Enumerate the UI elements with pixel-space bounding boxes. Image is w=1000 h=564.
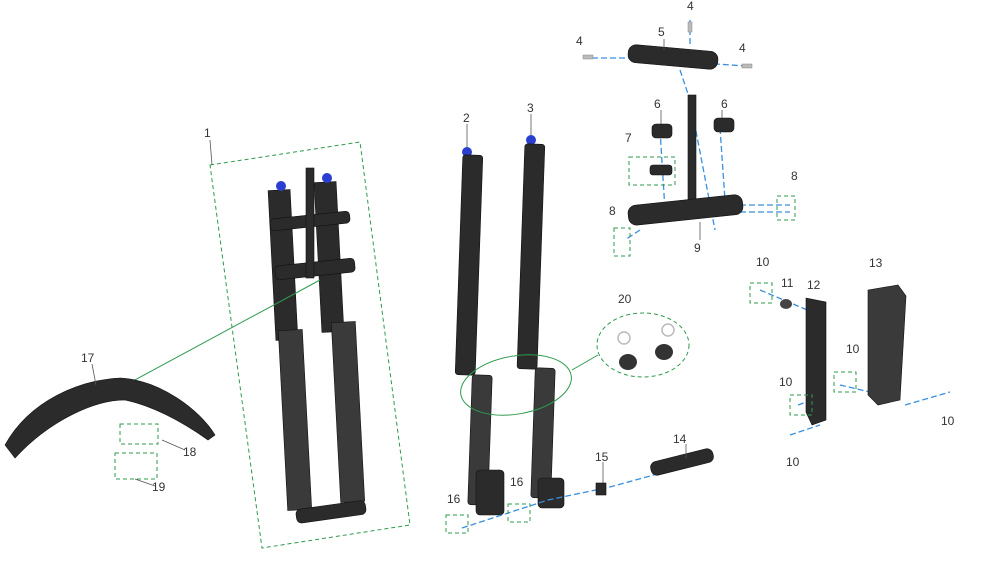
assembly-group-box-1: [209, 141, 411, 549]
top-clamp: [627, 44, 719, 70]
axle-spacer: [595, 482, 607, 496]
callout-6: 6: [654, 97, 661, 111]
callout-13: 13: [869, 256, 883, 270]
callout-16: 16: [510, 475, 524, 489]
steering-stem: [687, 94, 697, 216]
axle: [650, 448, 714, 476]
bolt-group-18: [119, 423, 159, 445]
callout-17: 17: [81, 351, 95, 365]
fork-guard-right: [867, 284, 907, 406]
leader-lines: [91, 39, 723, 487]
callout-7: 7: [625, 131, 632, 145]
assembly-lines-right: [759, 289, 951, 436]
callout-4: 4: [576, 34, 583, 48]
callout-labels: 1 2 3 4 4 4 5 6 6 7 8 8 9 10 10 10 10 10…: [81, 0, 955, 506]
callout-10: 10: [756, 255, 770, 269]
bolt-group-8a: [613, 227, 631, 257]
front-fender: [4, 377, 216, 459]
callout-9: 9: [694, 241, 701, 255]
bolt-group-10b: [833, 371, 857, 393]
leader-line-fender: [119, 279, 321, 389]
callout-1: 1: [204, 126, 211, 140]
callout-12: 12: [807, 278, 821, 292]
seal-detail-circle: [460, 354, 572, 416]
seal-leader: [571, 354, 599, 371]
callout-18: 18: [183, 445, 197, 459]
callout-19: 19: [152, 480, 166, 494]
fork-leg-2: [454, 147, 505, 516]
callout-2: 2: [463, 111, 470, 125]
bolt-group-16a: [445, 514, 469, 534]
callout-10: 10: [941, 414, 955, 428]
callout-3: 3: [527, 101, 534, 115]
callout-4: 4: [687, 0, 694, 13]
bolt-group-16b: [507, 503, 531, 523]
callout-5: 5: [658, 25, 665, 39]
seal-kit-group-20: [596, 312, 690, 378]
bolt-group-8b: [776, 195, 796, 221]
callout-14: 14: [673, 432, 687, 446]
callout-8: 8: [791, 169, 798, 183]
callout-11: 11: [781, 276, 794, 290]
callout-6: 6: [721, 97, 728, 111]
callout-16: 16: [447, 492, 461, 506]
axle-line: [461, 464, 691, 529]
callout-10: 10: [846, 342, 860, 356]
seal-kit: [617, 323, 675, 370]
callout-10: 10: [779, 375, 793, 389]
fork-leg-3: [516, 135, 565, 509]
callout-8: 8: [609, 204, 616, 218]
callout-15: 15: [595, 450, 609, 464]
bolt-group-10a: [749, 282, 773, 304]
fork-assembly: [267, 167, 367, 524]
callout-4: 4: [739, 41, 746, 55]
bolt-group-10c: [789, 394, 813, 416]
callout-20: 20: [618, 292, 632, 306]
fork-guard-left: [805, 297, 827, 426]
bolt-group-7: [628, 156, 676, 186]
bottom-clamp: [627, 194, 744, 226]
bolt-group-19: [114, 452, 158, 480]
callout-10: 10: [786, 455, 800, 469]
